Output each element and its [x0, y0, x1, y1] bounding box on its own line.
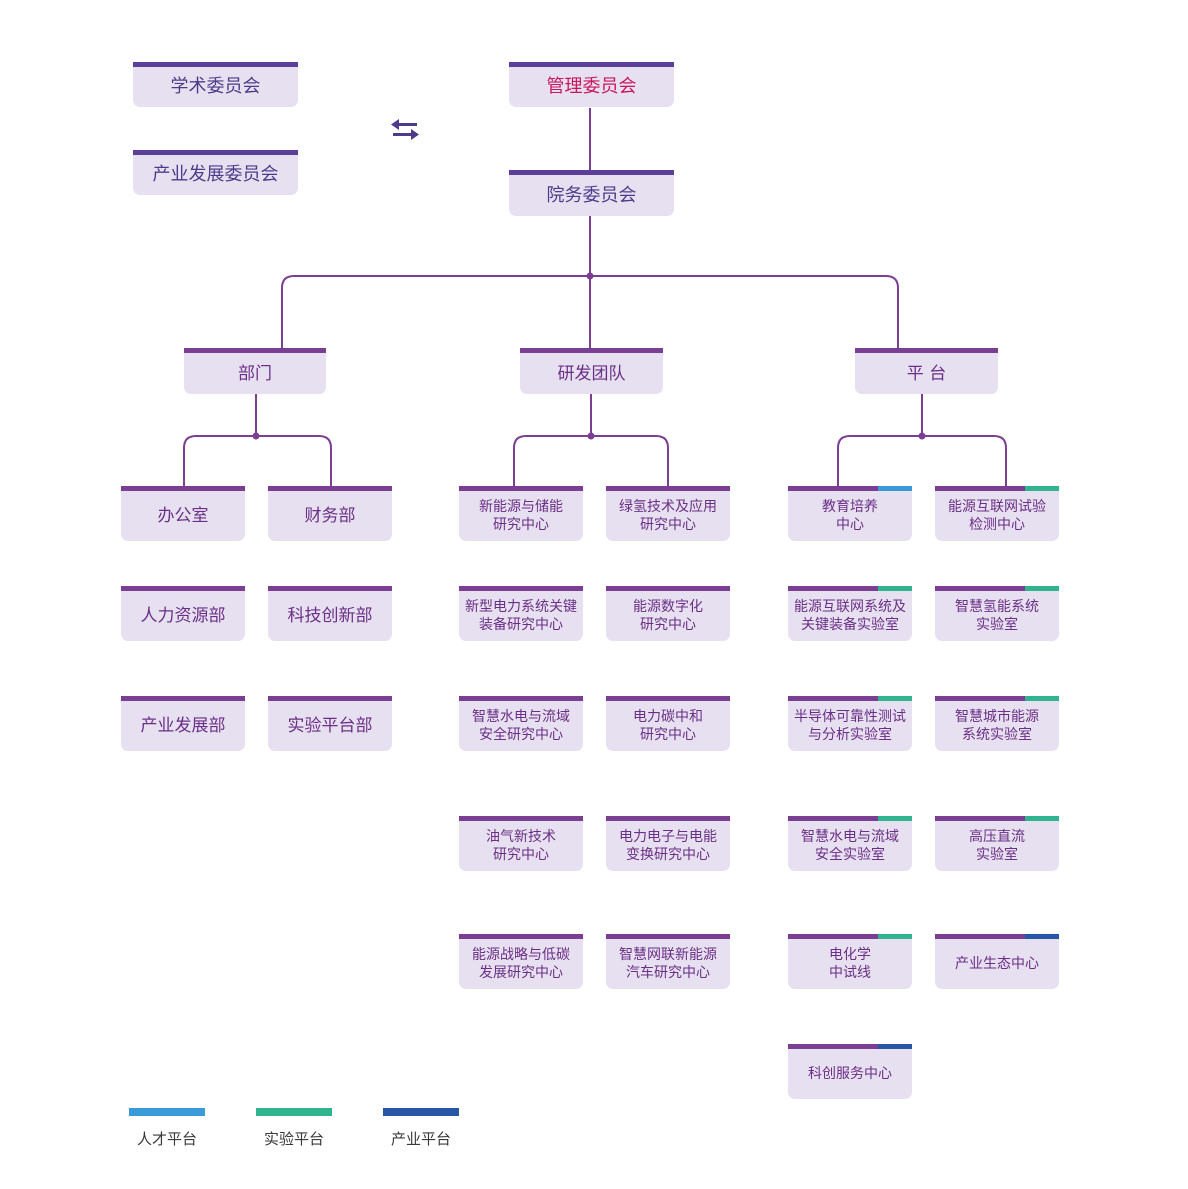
executive-committee-box: 院务委员会	[509, 170, 674, 216]
rd-center-box: 新能源与储能 研究中心	[459, 486, 583, 541]
platform-box: 电化学 中试线	[788, 934, 912, 989]
talent-platform-tag	[878, 486, 912, 491]
rd-center-label: 新型电力系统关键 装备研究中心	[465, 599, 577, 633]
departments-box: 部门	[184, 348, 326, 394]
legend-talent-platform: 人才平台	[129, 1108, 207, 1149]
lab-platform-tag	[878, 586, 912, 591]
platform-label: 能源互联网系统及 关键装备实验室	[794, 599, 906, 633]
rd-center-box: 能源战略与低碳 发展研究中心	[459, 934, 583, 989]
industry-committee-box: 产业发展委员会	[133, 150, 298, 195]
rd-teams-box: 研发团队	[520, 348, 663, 394]
rd-center-label: 新能源与储能 研究中心	[479, 499, 563, 533]
rd-center-box: 绿氢技术及应用 研究中心	[606, 486, 730, 541]
rd-center-box: 智慧水电与流域 安全研究中心	[459, 696, 583, 751]
rd-center-label: 智慧水电与流域 安全研究中心	[472, 709, 570, 743]
department-label: 科技创新部	[287, 606, 373, 626]
platform-box: 教育培养 中心	[788, 486, 912, 541]
rd-center-box: 电力碳中和 研究中心	[606, 696, 730, 751]
platform-box: 智慧氢能系统 实验室	[935, 586, 1059, 641]
department-box: 财务部	[268, 486, 392, 541]
platforms-label: 平 台	[906, 363, 947, 384]
industry-committee-label: 产业发展委员会	[152, 164, 279, 185]
lab-platform-tag	[1025, 486, 1059, 491]
swap-arrows-icon	[391, 119, 419, 140]
lab-platform-tag	[1025, 586, 1059, 591]
platform-label: 产业生态中心	[955, 956, 1039, 972]
legend-swatch	[383, 1108, 459, 1116]
industry-platform-tag	[1025, 934, 1059, 939]
industry-platform-tag	[878, 1044, 912, 1049]
platform-box: 科创服务中心	[788, 1044, 912, 1099]
platform-label: 智慧城市能源 系统实验室	[955, 709, 1039, 743]
platform-box: 产业生态中心	[935, 934, 1059, 989]
rd-center-label: 电力碳中和 研究中心	[633, 709, 703, 743]
management-committee-label: 管理委员会	[546, 76, 637, 97]
rd-center-label: 绿氢技术及应用 研究中心	[619, 499, 717, 533]
platform-box: 半导体可靠性测试 与分析实验室	[788, 696, 912, 751]
rd-center-label: 智慧网联新能源 汽车研究中心	[619, 947, 717, 981]
departments-label: 部门	[238, 363, 272, 384]
management-committee-box: 管理委员会	[509, 62, 674, 107]
department-box: 科技创新部	[268, 586, 392, 641]
lab-platform-tag	[878, 816, 912, 821]
legend-label: 实验平台	[263, 1130, 324, 1148]
department-label: 实验平台部	[287, 716, 373, 736]
rd-center-label: 油气新技术 研究中心	[486, 829, 556, 863]
rd-center-label: 能源战略与低碳 发展研究中心	[472, 947, 570, 981]
legend-label: 人才平台	[136, 1130, 197, 1148]
platforms-box: 平 台	[855, 348, 998, 394]
rd-center-box: 电力电子与电能 变换研究中心	[606, 816, 730, 871]
platform-label: 能源互联网试验 检测中心	[948, 499, 1046, 533]
rd-center-label: 电力电子与电能 变换研究中心	[619, 829, 717, 863]
department-label: 财务部	[304, 506, 356, 526]
lab-platform-tag	[878, 696, 912, 701]
academic-committee-label: 学术委员会	[170, 76, 261, 97]
department-box: 人力资源部	[121, 586, 245, 641]
platform-label: 科创服务中心	[808, 1066, 892, 1082]
rd-center-box: 智慧网联新能源 汽车研究中心	[606, 934, 730, 989]
department-label: 办公室	[157, 506, 209, 526]
platform-box: 能源互联网系统及 关键装备实验室	[788, 586, 912, 641]
platform-label: 高压直流 实验室	[969, 829, 1025, 863]
department-label: 人力资源部	[140, 606, 226, 626]
platform-box: 能源互联网试验 检测中心	[935, 486, 1059, 541]
platform-box: 智慧水电与流域 安全实验室	[788, 816, 912, 871]
rd-center-box: 油气新技术 研究中心	[459, 816, 583, 871]
executive-committee-label: 院务委员会	[546, 184, 637, 206]
rd-teams-label: 研发团队	[557, 363, 626, 384]
academic-committee-box: 学术委员会	[133, 62, 298, 107]
platform-label: 半导体可靠性测试 与分析实验室	[794, 709, 906, 743]
rd-center-box: 能源数字化 研究中心	[606, 586, 730, 641]
legend-lab-platform: 实验平台	[256, 1108, 334, 1149]
platform-label: 电化学 中试线	[829, 947, 871, 981]
rd-center-label: 能源数字化 研究中心	[633, 599, 703, 633]
platform-label: 智慧氢能系统 实验室	[955, 599, 1039, 633]
lab-platform-tag	[878, 934, 912, 939]
lab-platform-tag	[1025, 816, 1059, 821]
legend-industry-platform: 产业平台	[383, 1108, 461, 1149]
platform-box: 智慧城市能源 系统实验室	[935, 696, 1059, 751]
legend-swatch	[129, 1108, 205, 1116]
department-box: 实验平台部	[268, 696, 392, 751]
platform-label: 教育培养 中心	[822, 499, 878, 533]
legend-swatch	[256, 1108, 332, 1116]
lab-platform-tag	[1025, 696, 1059, 701]
rd-center-box: 新型电力系统关键 装备研究中心	[459, 586, 583, 641]
department-label: 产业发展部	[140, 716, 226, 736]
platform-label: 智慧水电与流域 安全实验室	[801, 829, 899, 863]
legend-label: 产业平台	[390, 1130, 451, 1148]
platform-box: 高压直流 实验室	[935, 816, 1059, 871]
department-box: 办公室	[121, 486, 245, 541]
department-box: 产业发展部	[121, 696, 245, 751]
